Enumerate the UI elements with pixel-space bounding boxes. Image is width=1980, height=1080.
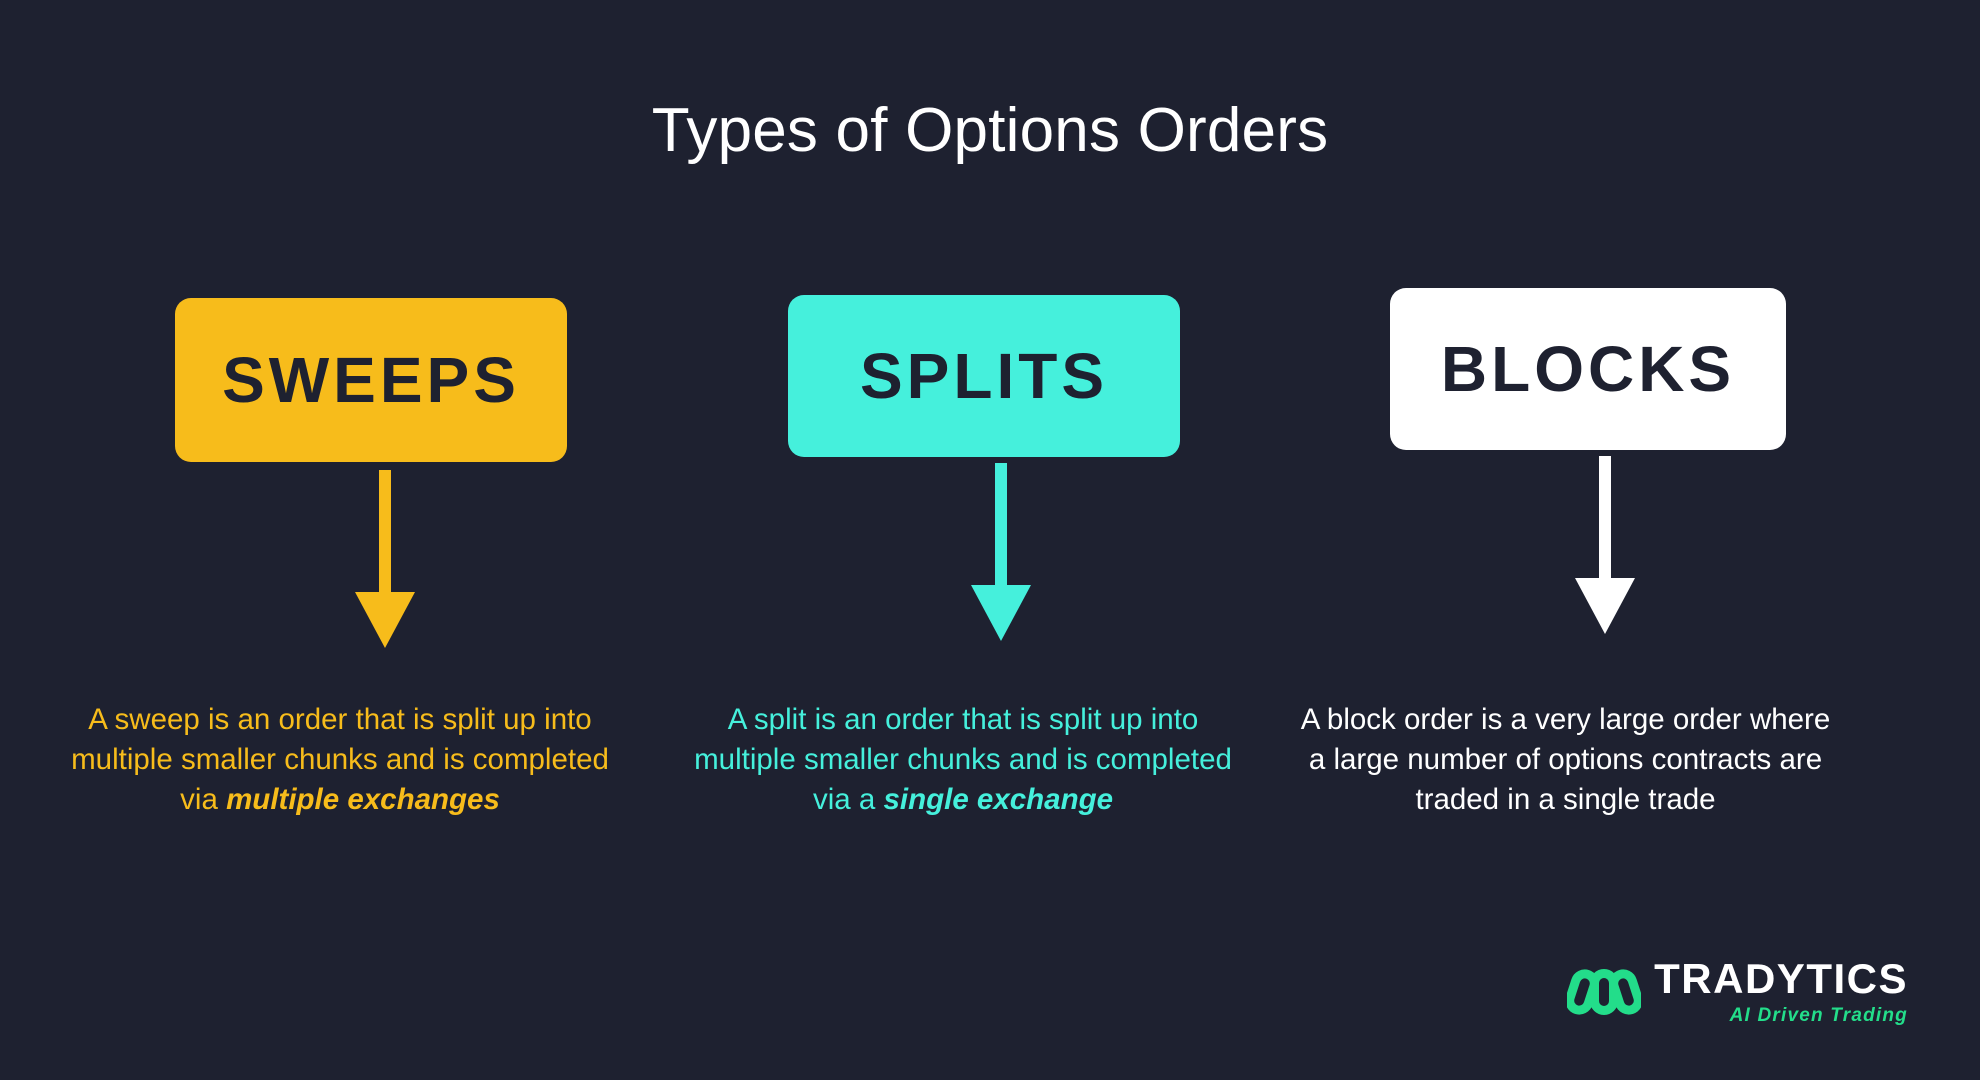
description-blocks-lead: A block order is a very large order wher… xyxy=(1300,703,1831,817)
order-type-column-blocks: BLOCKS A block order is a very large ord… xyxy=(1285,0,1905,1080)
badge-splits[interactable]: SPLITS xyxy=(788,295,1180,457)
description-splits: A split is an order that is split up int… xyxy=(683,700,1243,820)
description-blocks: A block order is a very large order wher… xyxy=(1293,700,1838,820)
badge-blocks[interactable]: BLOCKS xyxy=(1390,288,1786,450)
tradytics-logo[interactable]: TRADYTICS AI Driven Trading xyxy=(1565,955,1908,1026)
page-title: Types of Options Orders xyxy=(651,96,1329,165)
tradytics-wordmark: TRADYTICS AI Driven Trading xyxy=(1654,955,1908,1026)
tradytics-mark-icon xyxy=(1565,968,1643,1016)
order-type-column-sweeps: SWEEPS A sweep is an order that is split… xyxy=(60,0,680,1080)
arrow-down-splits-icon xyxy=(966,463,1036,648)
badge-splits-label: SPLITS xyxy=(859,340,1109,412)
description-splits-lead: A split is an order that is split up int… xyxy=(694,703,1232,817)
order-type-column-splits: SPLITS A split is an order that is split… xyxy=(678,0,1298,1080)
badge-blocks-label: BLOCKS xyxy=(1440,333,1736,405)
description-sweeps-lead: A sweep is an order that is split up int… xyxy=(71,703,609,817)
description-splits-emphasis: single exchange xyxy=(883,783,1114,817)
arrow-down-blocks-icon xyxy=(1570,456,1640,641)
tradytics-name: TRADYTICS xyxy=(1654,955,1908,1002)
badge-sweeps-label: SWEEPS xyxy=(222,344,520,416)
description-sweeps: A sweep is an order that is split up int… xyxy=(70,700,610,820)
arrow-down-sweeps-icon xyxy=(350,470,420,655)
tradytics-tagline: AI Driven Trading xyxy=(1729,1005,1908,1026)
description-sweeps-emphasis: multiple exchanges xyxy=(226,783,500,817)
badge-sweeps[interactable]: SWEEPS xyxy=(175,298,567,462)
